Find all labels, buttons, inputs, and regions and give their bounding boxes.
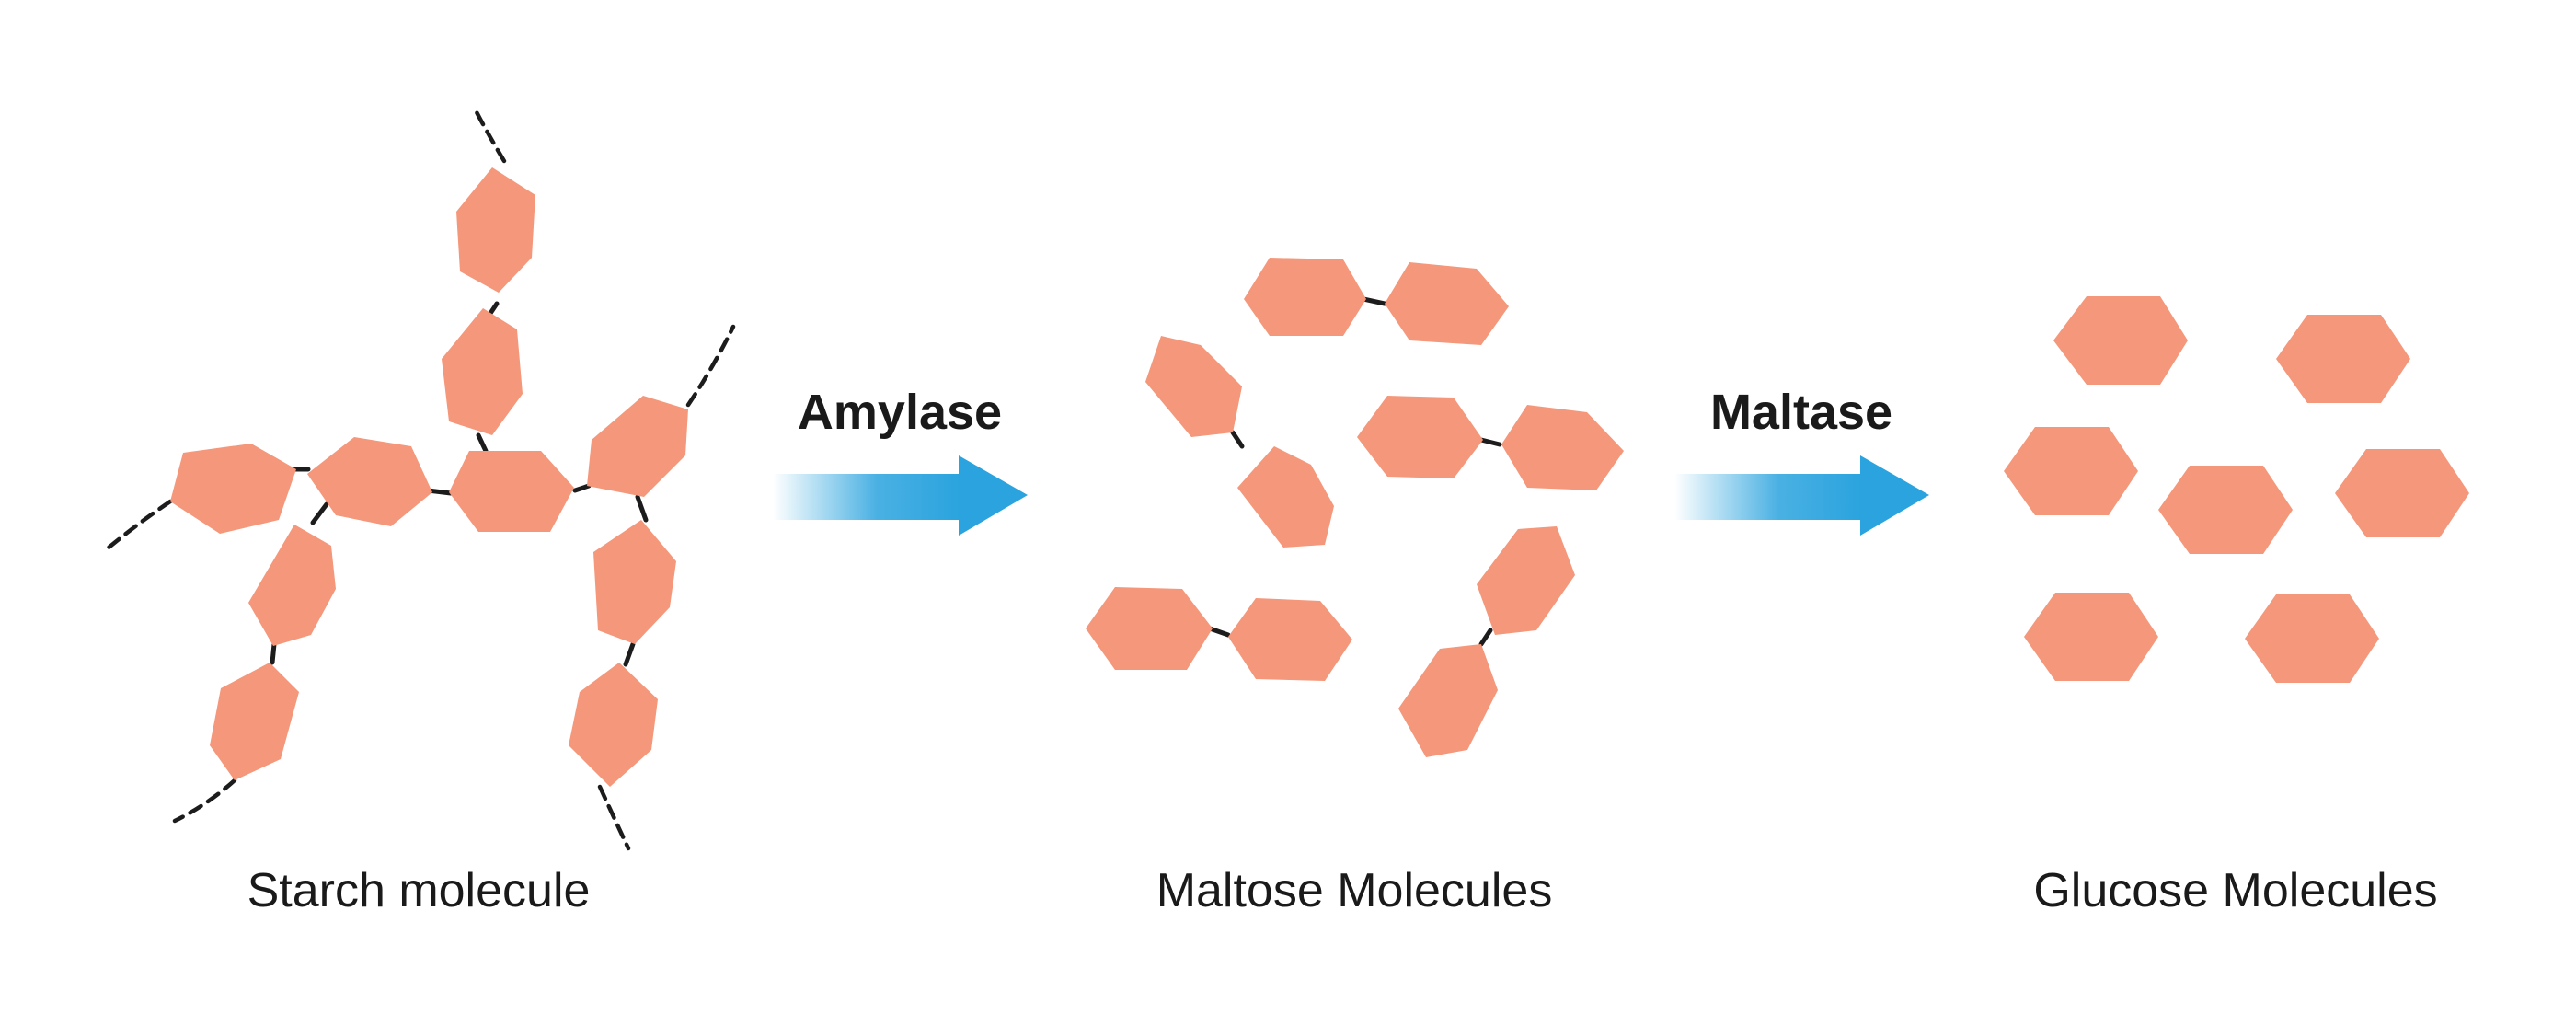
maltose-hex-2 xyxy=(1385,262,1509,345)
glucose-hex-6 xyxy=(2024,593,2158,681)
glucose-hex-3 xyxy=(2004,427,2138,515)
maltose-glucose-units xyxy=(1086,258,1624,757)
starch-hex-9 xyxy=(593,520,676,644)
maltase-arrow xyxy=(1674,455,1929,536)
glucose-hex-4 xyxy=(2158,466,2293,554)
glucose-hex-2 xyxy=(2276,315,2410,403)
amylase-arrow xyxy=(773,455,1028,536)
starch-hex-6 xyxy=(442,308,523,435)
maltose-hex-10 xyxy=(1398,644,1498,757)
chain-end-right xyxy=(685,324,736,408)
starch-glucose-units xyxy=(170,167,688,787)
starch-hex-8 xyxy=(210,663,299,780)
maltose-hex-9 xyxy=(1477,526,1575,635)
starch-hex-10 xyxy=(569,663,658,787)
starch-hex-4 xyxy=(587,396,688,497)
maltose-caption: Maltose Molecules xyxy=(1156,864,1553,917)
chain-end-bottom-left xyxy=(172,778,237,824)
maltose-bonds xyxy=(1207,296,1502,647)
maltose-hex-8 xyxy=(1228,598,1352,681)
maltose-hex-7 xyxy=(1086,587,1213,670)
chain-end-left xyxy=(100,499,173,555)
starch-hex-2 xyxy=(307,437,432,526)
glucose-molecules xyxy=(2004,296,2469,683)
glucose-hex-5 xyxy=(2335,449,2469,537)
chain-end-bottom-right xyxy=(597,784,631,851)
starch-caption: Starch molecule xyxy=(247,864,591,917)
maltase-label: Maltase xyxy=(1710,385,1892,440)
chain-end-top xyxy=(473,108,507,164)
starch-hex-1 xyxy=(170,444,296,534)
maltose-hex-5 xyxy=(1357,396,1483,478)
starch-hex-7 xyxy=(248,525,336,646)
glucose-hex-7 xyxy=(2245,594,2379,683)
glucose-hex-1 xyxy=(2053,296,2188,385)
amylase-label: Amylase xyxy=(798,385,1002,440)
maltose-molecules xyxy=(1086,258,1624,757)
starch-molecule xyxy=(100,108,736,851)
maltose-hex-3 xyxy=(1145,336,1242,437)
starch-hex-3 xyxy=(449,451,574,532)
maltose-hex-1 xyxy=(1244,258,1366,336)
maltose-hex-4 xyxy=(1237,446,1334,548)
starch-hex-5 xyxy=(456,167,535,293)
maltose-hex-6 xyxy=(1501,405,1624,490)
glucose-caption: Glucose Molecules xyxy=(2033,864,2437,917)
